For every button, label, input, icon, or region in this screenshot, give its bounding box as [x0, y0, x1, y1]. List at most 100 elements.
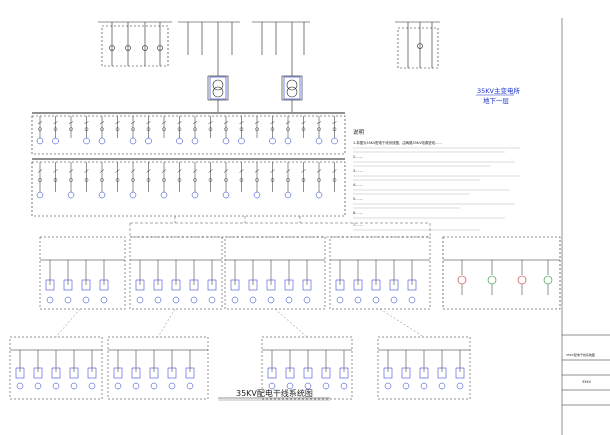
right-title-text: 35KV配电干线系统图 35KV [566, 352, 595, 384]
load-symbol [88, 382, 96, 390]
tie-line [157, 308, 176, 338]
load-symbol [438, 382, 446, 390]
transformer-symbol [131, 367, 141, 379]
load-symbol [129, 191, 137, 199]
breaker-symbol [285, 121, 291, 124]
ct-symbol [270, 178, 275, 182]
switchboard-1 [31, 112, 346, 155]
load-symbol [304, 382, 312, 390]
ct-symbol [239, 127, 244, 131]
note-line: 7.…… [353, 223, 363, 227]
ct-symbol [84, 178, 89, 182]
breaker-symbol [84, 121, 89, 124]
transformer-symbol [87, 367, 97, 379]
switchboard-2-feeders [36, 162, 337, 199]
transformer-symbol [389, 279, 399, 291]
ct-symbol [286, 127, 290, 131]
transformer-symbol [284, 279, 294, 291]
transformer-symbol [321, 367, 331, 379]
right-sheet-label: 35KV配电干线系统图 [566, 352, 595, 357]
diagram-title: 35KV配电干线系统图 [236, 388, 313, 398]
breaker-symbol [239, 169, 244, 173]
note-line: 5.…… [353, 197, 363, 201]
ct-symbol [301, 127, 306, 131]
ct-symbol [162, 178, 166, 182]
ct-symbol [332, 178, 337, 182]
notes-block: 说明 1.本图为35KV配电干线系统图，由两路35KV电源进线…… 2.…… 3… [353, 128, 520, 231]
ct-symbol [224, 178, 228, 182]
breaker-symbol [53, 169, 58, 173]
incoming-section-right [252, 21, 310, 112]
load-symbol [331, 137, 338, 145]
ct-symbol [193, 127, 197, 131]
load-symbol [315, 191, 323, 199]
transformer-symbol [189, 279, 199, 291]
transformer-symbol [185, 367, 195, 379]
load-symbol [52, 382, 60, 390]
load-symbol [322, 382, 330, 390]
load-symbol [168, 382, 176, 390]
transformer-symbol [113, 367, 123, 379]
load-symbol [284, 191, 292, 199]
right-group-symbols [457, 260, 553, 295]
transformer-symbol [335, 279, 345, 291]
meter-symbol [543, 275, 553, 285]
transformer-symbol [371, 279, 381, 291]
ct-symbol [255, 178, 259, 182]
breaker-symbol [301, 121, 306, 124]
breaker-symbol [115, 121, 120, 124]
load-symbol [36, 191, 44, 199]
breaker-symbol [68, 169, 74, 173]
load-symbol [390, 296, 398, 304]
station-title-block: 35KV主变电所 地下一层 [476, 86, 520, 105]
load-symbol [285, 296, 293, 304]
load-symbol [284, 137, 292, 145]
load-symbol [34, 382, 42, 390]
transformer-symbol [267, 367, 277, 379]
notes-heading: 说明 [353, 128, 365, 136]
load-symbol [372, 296, 380, 304]
breaker-symbol [239, 121, 244, 124]
transformer-symbol [171, 279, 181, 291]
load-symbol [70, 382, 78, 390]
transformer-symbol [383, 367, 393, 379]
transformer-symbol [407, 279, 417, 291]
breaker-symbol [270, 169, 275, 173]
transformer-symbol [153, 279, 163, 291]
note-line: 2.…… [353, 155, 363, 159]
breaker-symbol [270, 121, 275, 124]
load-symbol [249, 296, 257, 304]
transformer-symbol [230, 279, 240, 291]
breaker-symbol [332, 121, 337, 124]
substation-box [261, 336, 353, 400]
load-symbol [267, 296, 275, 304]
load-symbol [336, 296, 344, 304]
ct-symbol [69, 127, 73, 131]
transformer-symbol [419, 367, 429, 379]
breaker-symbol [146, 169, 151, 173]
breaker-symbol [223, 121, 229, 124]
load-symbol [82, 296, 90, 304]
load-symbol [402, 382, 410, 390]
transformer-symbol [437, 367, 447, 379]
tie-line [55, 308, 81, 338]
right-title-frame [561, 18, 610, 435]
load-symbol [100, 296, 108, 304]
incoming-section-middle [178, 21, 240, 112]
load-symbol [269, 137, 276, 145]
load-symbol [354, 296, 362, 304]
substation-row-1 [39, 236, 431, 310]
load-symbol [238, 137, 245, 145]
breaker-symbol [192, 121, 198, 124]
ct-symbol [69, 178, 73, 182]
load-symbol [222, 191, 230, 199]
note-line: 3.…… [353, 169, 363, 173]
substation-right-group [442, 236, 561, 310]
note-line: 1.本图为35KV配电干线系统图，由两路35KV电源进线…… [353, 140, 442, 145]
substation-box [39, 236, 126, 310]
ct-symbol [115, 127, 120, 131]
breaker-symbol [208, 169, 213, 173]
transformer-symbol [353, 279, 363, 291]
load-symbol [268, 382, 276, 390]
